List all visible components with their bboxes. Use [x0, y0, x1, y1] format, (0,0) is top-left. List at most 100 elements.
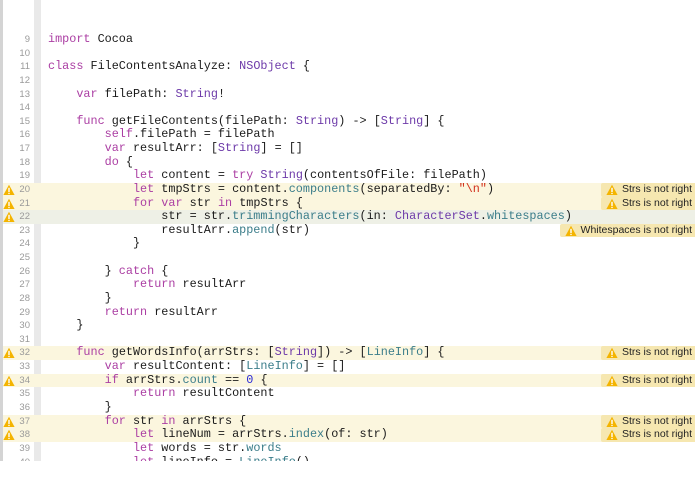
- warning-icon[interactable]: [606, 416, 618, 428]
- code-line[interactable]: 29 return resultArr: [3, 305, 695, 320]
- code-text: resultArr: [: [125, 141, 218, 156]
- code-line[interactable]: 21 for var str in tmpStrs {Strs is not r…: [3, 195, 695, 211]
- code-line[interactable]: 37 for str in arrStrs {Strs is not right: [3, 414, 695, 429]
- line-number[interactable]: 14: [19, 102, 30, 114]
- line-number[interactable]: 20: [19, 183, 30, 195]
- warning-message[interactable]: Strs is not right: [600, 182, 695, 197]
- code-folding-ribbon[interactable]: [34, 0, 41, 461]
- line-number[interactable]: 32: [19, 347, 30, 359]
- keyword-token: catch: [118, 263, 155, 278]
- code-line[interactable]: 30 }: [3, 318, 695, 333]
- line-number[interactable]: 23: [19, 224, 30, 236]
- warning-icon[interactable]: [606, 184, 618, 196]
- line-number[interactable]: 11: [20, 61, 30, 73]
- code-line[interactable]: 13 var filePath: String!: [3, 87, 695, 102]
- code-line[interactable]: 28 }: [3, 291, 695, 306]
- code-line[interactable]: 35 return resultContent: [3, 387, 695, 401]
- line-number[interactable]: 21: [19, 197, 30, 209]
- keyword-token: var: [104, 359, 126, 374]
- code-line[interactable]: 17 var resultArr: [String] = []: [3, 141, 695, 156]
- warning-icon[interactable]: [606, 198, 618, 210]
- keyword-token: var: [104, 141, 126, 156]
- warning-icon[interactable]: [606, 347, 618, 359]
- code-line[interactable]: 40 let lineInfo = LineInfo(): [3, 455, 695, 461]
- warning-icon[interactable]: [3, 347, 15, 359]
- line-number[interactable]: 30: [19, 320, 30, 332]
- code-text: (str): [274, 222, 310, 237]
- line-number[interactable]: 26: [19, 265, 30, 277]
- warning-message[interactable]: Strs is not right: [600, 196, 695, 211]
- code-text: tmpStrs {: [232, 195, 303, 210]
- line-number[interactable]: 39: [19, 442, 30, 454]
- code-line[interactable]: 15 func getFileContents(filePath: String…: [3, 113, 695, 129]
- code-line[interactable]: 12: [3, 74, 695, 88]
- code-line[interactable]: 20 let tmpStrs = content.components(sepa…: [3, 182, 695, 197]
- warning-message[interactable]: Whitespaces is not right: [559, 223, 695, 238]
- code-line[interactable]: 38 let lineNum = arrStrs.index(of: str)S…: [3, 427, 695, 442]
- line-number[interactable]: 13: [19, 88, 30, 100]
- line-number[interactable]: 40: [3, 456, 30, 461]
- warning-icon[interactable]: [3, 429, 15, 441]
- line-number[interactable]: 36: [19, 402, 30, 413]
- code-text: ] {: [423, 113, 445, 128]
- warning-message[interactable]: Strs is not right: [600, 373, 695, 388]
- code-content: } catch {: [48, 263, 169, 279]
- line-number[interactable]: 18: [19, 156, 30, 168]
- code-line[interactable]: 36 }: [3, 400, 695, 415]
- warning-icon[interactable]: [3, 375, 15, 387]
- line-number[interactable]: 9: [24, 34, 30, 45]
- line-number[interactable]: 12: [19, 74, 30, 86]
- line-number[interactable]: 38: [19, 429, 30, 441]
- line-number[interactable]: 25: [19, 252, 30, 264]
- warning-message[interactable]: Strs is not right: [600, 414, 695, 429]
- line-number[interactable]: 16: [19, 129, 30, 141]
- line-number[interactable]: 31: [19, 333, 30, 345]
- line-number[interactable]: 15: [19, 115, 30, 127]
- line-number[interactable]: 19: [19, 170, 30, 182]
- line-number[interactable]: 33: [19, 361, 30, 373]
- warning-icon[interactable]: [606, 375, 618, 387]
- code-line[interactable]: 23 resultArr.append(str)Whitespaces is n…: [3, 222, 695, 238]
- code-line[interactable]: 33 var resultContent: [LineInfo] = []: [3, 359, 695, 374]
- line-number[interactable]: 27: [19, 279, 30, 291]
- warning-message[interactable]: Strs is not right: [600, 428, 695, 442]
- code-line[interactable]: 31: [3, 333, 695, 347]
- code-line[interactable]: 26 } catch {: [3, 263, 695, 279]
- number-literal: 0: [246, 372, 254, 387]
- line-number[interactable]: 35: [19, 388, 30, 400]
- line-number[interactable]: 10: [19, 47, 30, 59]
- line-number[interactable]: 29: [19, 306, 30, 318]
- line-number[interactable]: 24: [19, 238, 30, 250]
- warning-icon[interactable]: [3, 211, 15, 223]
- code-line[interactable]: 14: [3, 101, 695, 115]
- code-line[interactable]: 25: [3, 251, 695, 265]
- warning-message[interactable]: Strs is not right: [600, 346, 695, 361]
- line-number[interactable]: 22: [19, 211, 30, 223]
- code-line[interactable]: 19 let content = try String(contentsOfFi…: [3, 168, 695, 183]
- line-number[interactable]: 34: [19, 374, 30, 386]
- code-line[interactable]: 34 if arrStrs.count == 0 {Strs is not ri…: [3, 372, 695, 388]
- code-content: str = str.trimmingCharacters(in: Charact…: [48, 209, 572, 224]
- line-number[interactable]: 28: [19, 292, 30, 304]
- warning-icon[interactable]: [564, 225, 577, 237]
- warning-icon[interactable]: [3, 184, 15, 196]
- code-line[interactable]: 27 return resultArr: [3, 278, 695, 292]
- warning-icon[interactable]: [3, 416, 15, 428]
- code-text: [48, 114, 76, 128]
- code-content: return resultArr: [48, 305, 218, 320]
- code-line[interactable]: 24 }: [3, 237, 695, 251]
- warning-icon[interactable]: [606, 429, 618, 441]
- code-line[interactable]: 32 func getWordsInfo(arrStrs: [String]) …: [3, 346, 695, 361]
- code-line[interactable]: 22 str = str.trimmingCharacters(in: Char…: [3, 209, 695, 224]
- code-line[interactable]: 10: [3, 47, 695, 61]
- code-line[interactable]: 16 self.filePath = filePath: [3, 128, 695, 142]
- warning-icon[interactable]: [3, 198, 15, 210]
- code-text: FileContentsAnalyze:: [83, 59, 240, 74]
- code-line[interactable]: 18 do {: [3, 155, 695, 170]
- line-number[interactable]: 37: [19, 415, 30, 427]
- line-number[interactable]: 17: [19, 143, 30, 155]
- code-line[interactable]: 39 let words = str.words: [3, 441, 695, 456]
